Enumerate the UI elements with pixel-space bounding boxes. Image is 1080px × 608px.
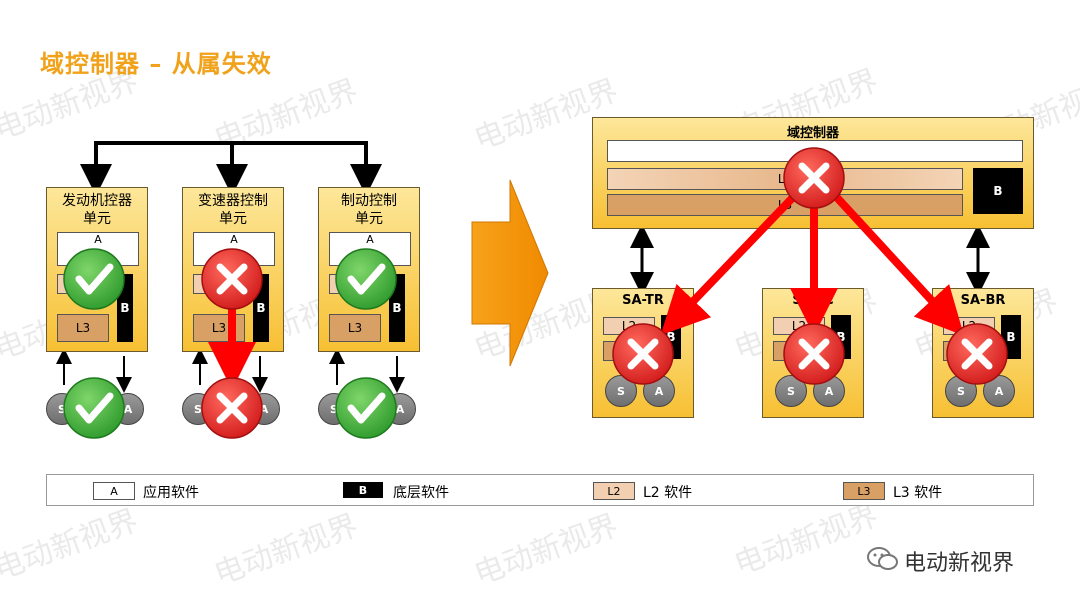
legend-label: 应用软件: [143, 485, 199, 501]
l3-software-box: L3: [57, 314, 109, 342]
satellite-name: SA-BR: [960, 293, 1006, 308]
check-icon: [64, 249, 124, 309]
base-software-box: B: [973, 168, 1023, 214]
ecu-name-line1: 制动控制: [341, 193, 397, 209]
check-icon: [336, 249, 396, 309]
legend-swatch-l2: L2: [593, 482, 635, 500]
fail-propagation-arrow: [827, 187, 964, 336]
ecu-name-line1: 发动机控器: [62, 193, 132, 209]
cross-icon: [202, 378, 262, 438]
cross-icon: [947, 324, 1007, 384]
ecu-name-line2: 单元: [219, 211, 247, 227]
l3-software-box: L3: [329, 314, 381, 342]
legend: A 应用软件 B 底层软件 L2 L2 软件 L3 L3 软件: [46, 474, 1034, 506]
ecu-name-line2: 单元: [83, 211, 111, 227]
brand-name: 电动新视界: [904, 551, 1015, 576]
cross-icon: [784, 324, 844, 384]
satellite-name: SA-TR: [622, 293, 664, 308]
legend-label: 底层软件: [393, 485, 449, 501]
page-title: 域控制器 – 从属失效: [40, 50, 272, 78]
actuator-circle: A: [643, 375, 675, 407]
legend-label: L3 软件: [893, 485, 943, 501]
ecu-name-line1: 变速器控制: [198, 193, 268, 209]
domain-controller-title: 域控制器: [786, 126, 839, 141]
l3-software-box: L3: [193, 314, 245, 342]
legend-swatch-b: B: [343, 482, 383, 498]
cross-icon: [202, 249, 262, 309]
wechat-icon: [867, 547, 898, 570]
arrow-right-icon: [471, 179, 549, 367]
fail-propagation-arrow: [660, 187, 803, 336]
legend-label: L2 软件: [643, 485, 693, 501]
legend-swatch-a: A: [93, 482, 135, 500]
check-icon: [64, 378, 124, 438]
cross-icon: [784, 148, 844, 208]
legend-swatch-l3: L3: [843, 482, 885, 500]
cross-icon: [613, 324, 673, 384]
check-icon: [336, 378, 396, 438]
ecu-name-line2: 单元: [355, 211, 383, 227]
